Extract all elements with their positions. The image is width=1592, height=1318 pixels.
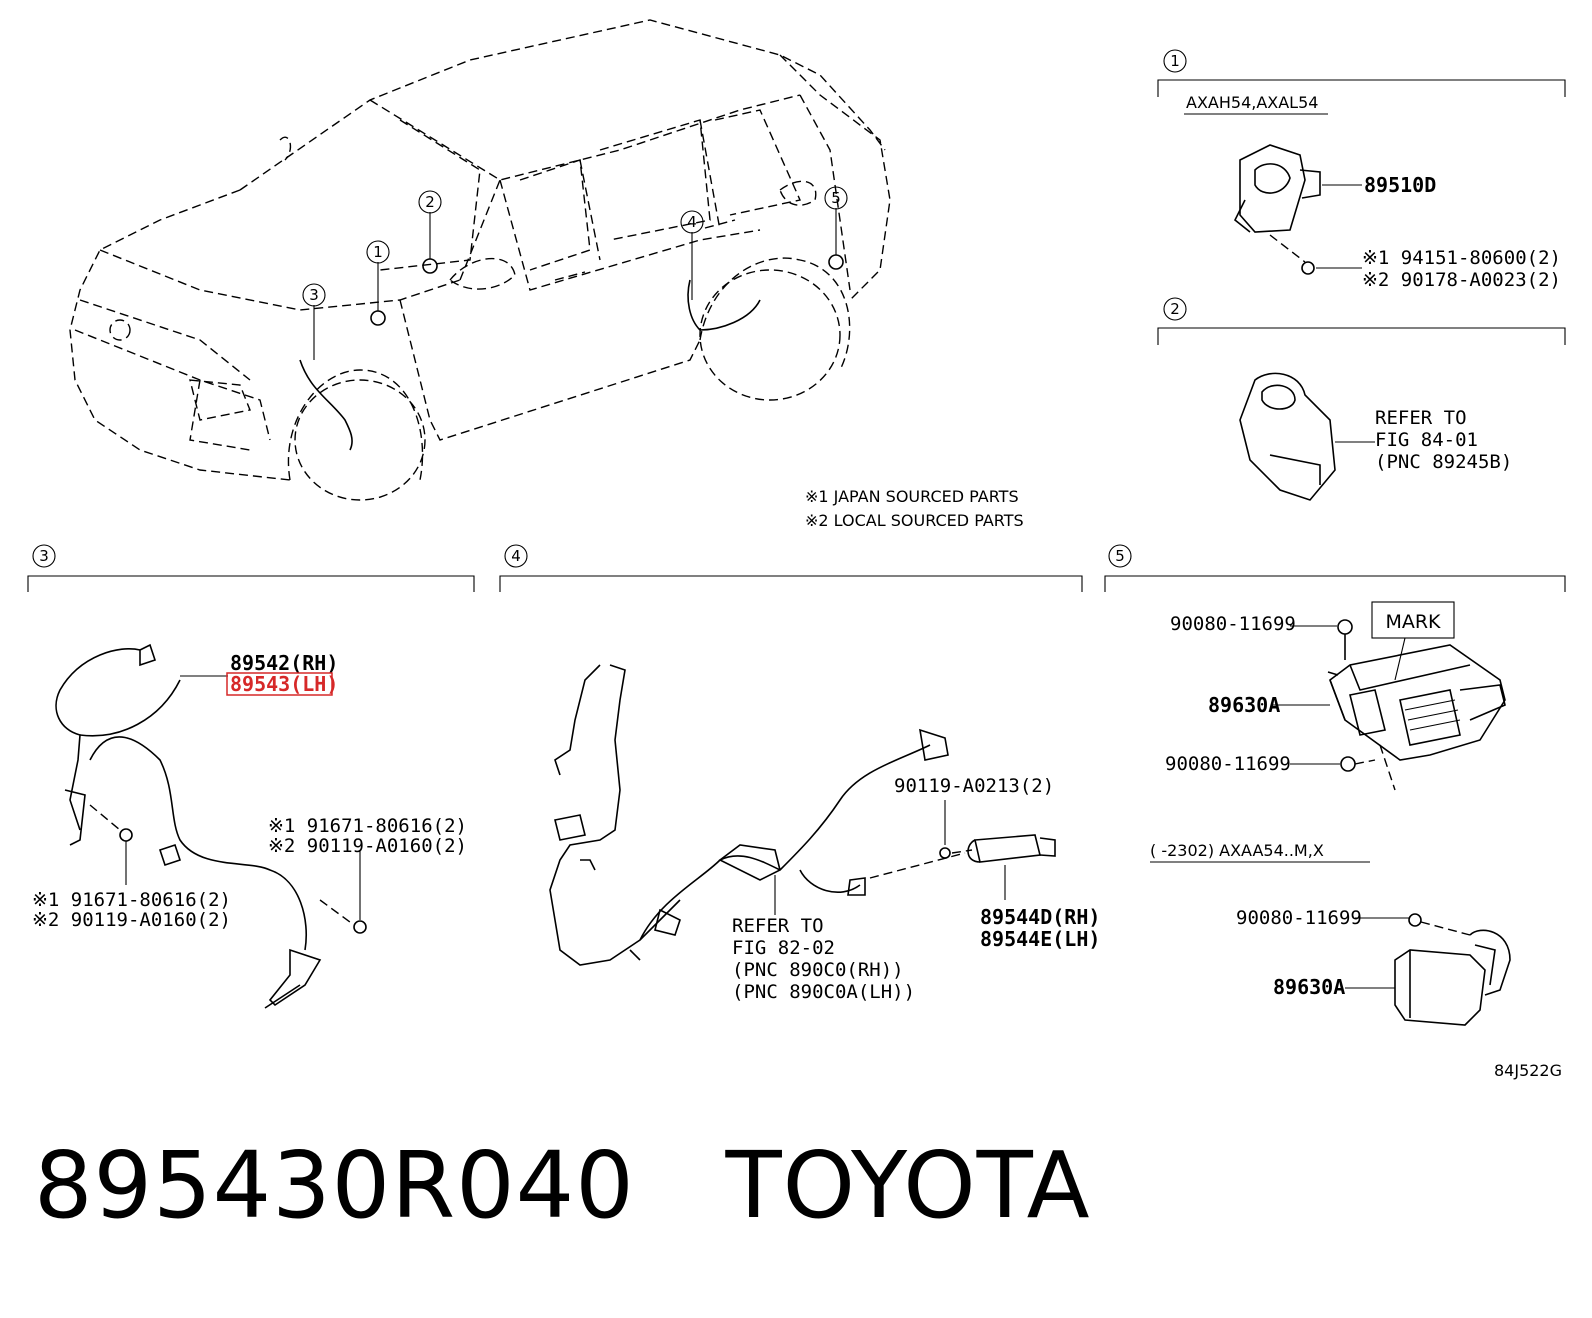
fastener-94151-80600: ※1 94151-80600(2): [1362, 247, 1561, 269]
part-89542-rh: 89542(RH): [230, 651, 338, 675]
fastener-91671-80616-right: ※1 91671-80616(2): [268, 815, 467, 837]
fastener-91671-80616-left: ※1 91671-80616(2): [32, 889, 231, 911]
vehicle-illustration: 1 2 3 4 5: [69, 19, 891, 501]
rear-speed-sensor-drawing: [549, 664, 1056, 966]
mark-callout: [1371, 601, 1455, 639]
legend: ※1 JAPAN SOURCED PARTS ※2 LOCAL SOURCED …: [805, 487, 1024, 530]
fastener-90119-A0160-right: ※2 90119-A0160(2): [268, 835, 467, 857]
variant-part-89630A: 89630A: [1273, 975, 1345, 999]
bolt-90119-A0213: 90119-A0213(2): [894, 775, 1054, 797]
car-marker-4: 4: [680, 210, 704, 234]
ecu-drawing: [1327, 619, 1506, 791]
section-4: 4 90119-A0213(2) 89544D(RH) 89544E(LH: [499, 544, 1100, 1003]
refer-line-2: FIG 82-02: [732, 937, 835, 959]
refer-line-2: FIG 84-01: [1375, 429, 1478, 451]
bolt-90080-11699-bottom: 90080-11699: [1165, 753, 1291, 775]
svg-text:4: 4: [687, 213, 697, 231]
fastener-90178-A0023: ※2 90178-A0023(2): [1362, 269, 1561, 291]
legend-local-sourced: ※2 LOCAL SOURCED PARTS: [805, 511, 1024, 530]
car-marker-3: 3: [302, 283, 326, 307]
part-89543-highlight: [226, 672, 333, 696]
car-marker-5: 5: [824, 186, 848, 210]
section-1-model: AXAH54,AXAL54: [1186, 93, 1318, 112]
section-4-index: 4: [511, 547, 521, 565]
svg-text:2: 2: [425, 193, 435, 211]
part-89630A: 89630A: [1208, 693, 1280, 717]
svg-text:5: 5: [831, 189, 841, 207]
section-5: 5 MARK 90080-11699 89630A 90080-11699: [1104, 544, 1566, 1026]
part-89544D-rh: 89544D(RH): [980, 905, 1100, 929]
diagram-code: 84J522G: [1494, 1061, 1562, 1080]
part-89510D: 89510D: [1364, 173, 1436, 197]
front-speed-sensor-drawing: [55, 643, 367, 1009]
car-marker-2: 2: [418, 190, 442, 214]
part-89544E-lh: 89544E(LH): [980, 927, 1100, 951]
refer-pnc-89245B: (PNC 89245B): [1375, 451, 1512, 473]
part-89543-lh: 89543(LH): [230, 672, 338, 696]
section-1: 1 AXAH54,AXAL54 89510D ※1 94151-80600(2)…: [1157, 49, 1566, 291]
refer-pnc-890C0: (PNC 890C0(RH)): [732, 959, 904, 981]
section-2: 2 REFER TO FIG 84-01 (PNC 89245B): [1157, 297, 1566, 501]
svg-text:1: 1: [373, 243, 383, 261]
car-marker-1: 1: [366, 240, 390, 264]
legend-japan-sourced: ※1 JAPAN SOURCED PARTS: [805, 487, 1019, 506]
bolt-90080-11699-top: 90080-11699: [1170, 613, 1296, 635]
yaw-rate-sensor-drawing: [1233, 144, 1321, 275]
svg-text:3: 3: [309, 286, 319, 304]
refer-line-1: REFER TO: [732, 915, 824, 937]
section-1-index: 1: [1170, 52, 1180, 70]
refer-line-1: REFER TO: [1375, 407, 1467, 429]
mark-label: MARK: [1385, 611, 1441, 633]
variant-label: ( -2302) AXAA54..M,X: [1150, 841, 1324, 860]
variant-bolt-90080-11699: 90080-11699: [1236, 907, 1362, 929]
steering-sensor-drawing: [1239, 372, 1336, 501]
ecu-variant-drawing: [1394, 913, 1511, 1026]
section-2-index: 2: [1170, 300, 1180, 318]
refer-pnc-890C0A: (PNC 890C0A(LH)): [732, 981, 915, 1003]
fastener-90119-A0160-left: ※2 90119-A0160(2): [32, 909, 231, 931]
section-3-index: 3: [39, 547, 49, 565]
part-number-title: 895430R040 TOYOTA: [34, 1132, 1091, 1239]
section-3: 3 89542(RH) 89543(LH) ※1 91671-80616(2) …: [27, 544, 475, 1009]
section-5-index: 5: [1115, 547, 1125, 565]
